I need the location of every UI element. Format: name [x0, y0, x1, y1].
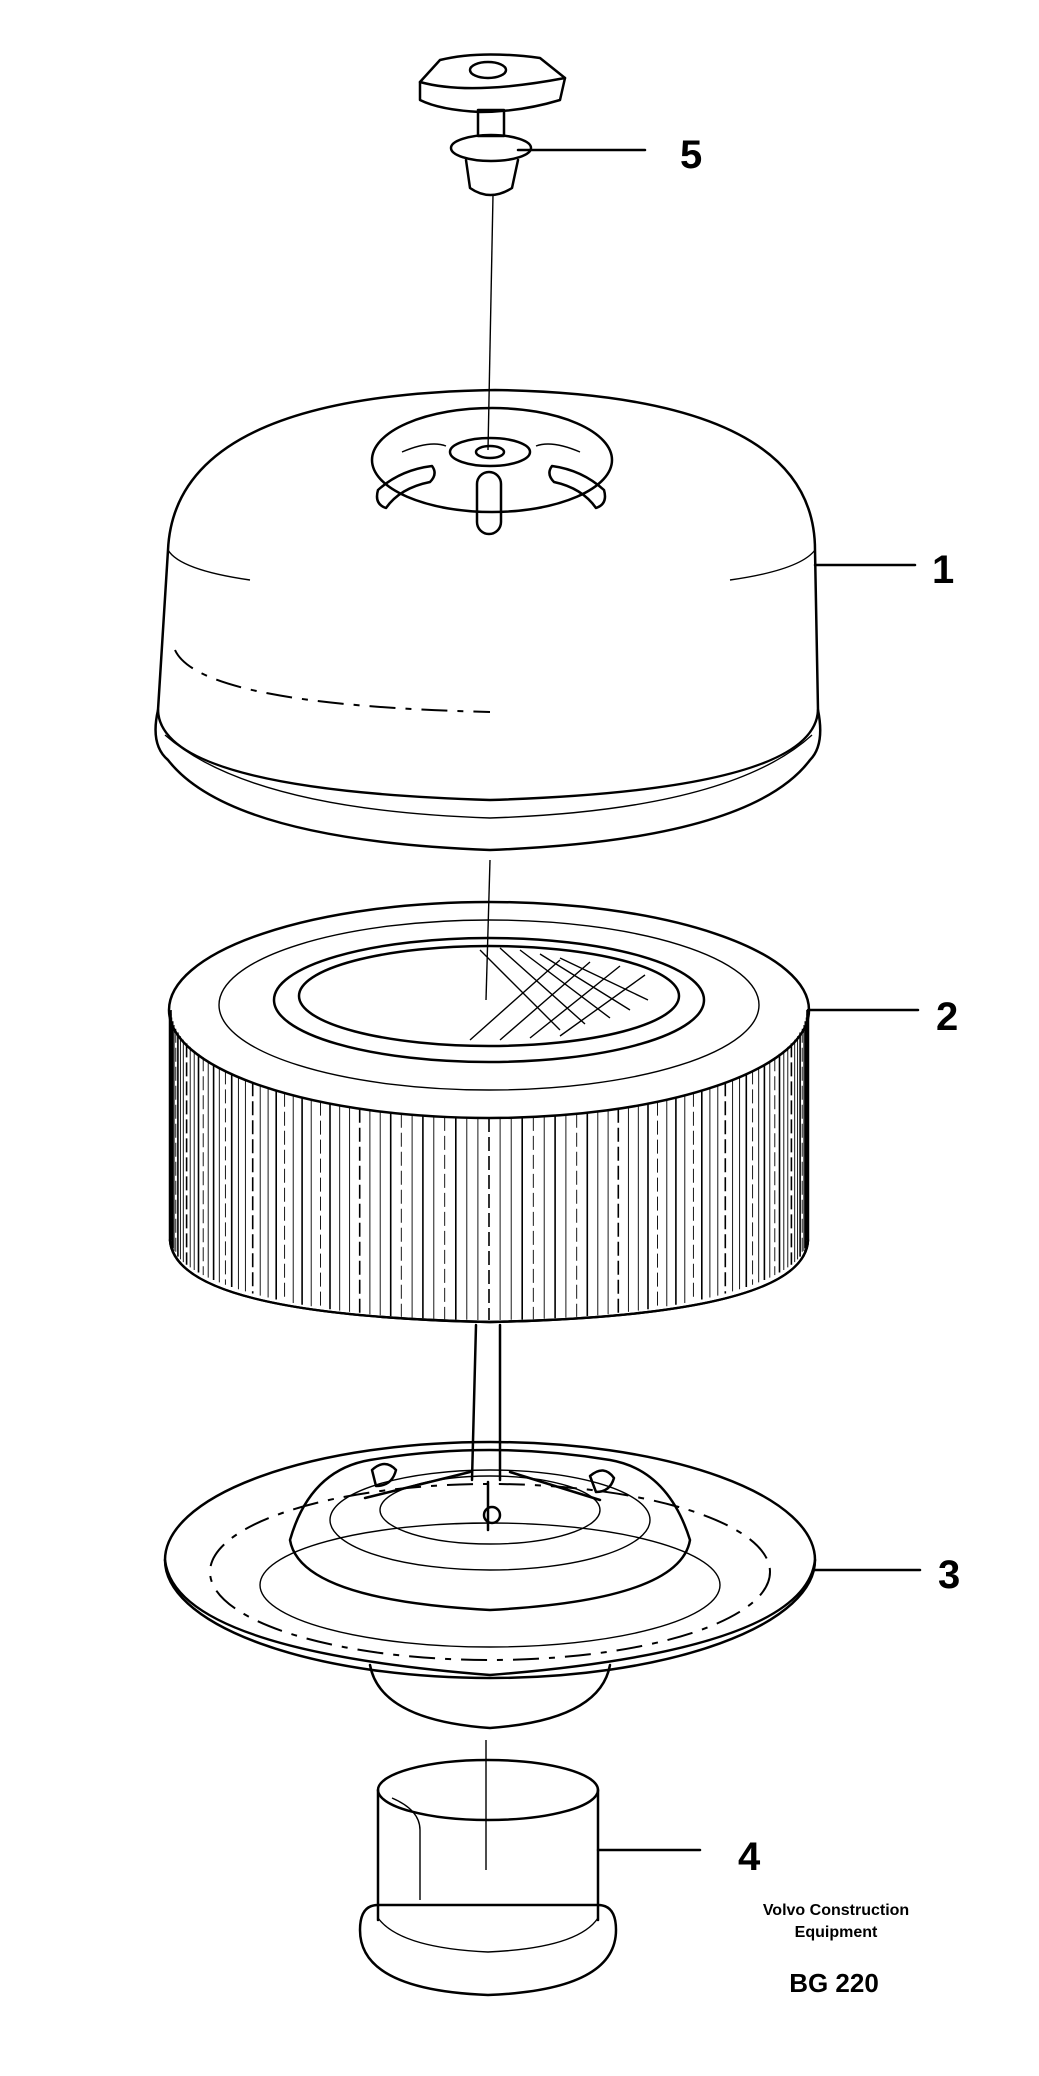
filter-mesh [469, 947, 649, 1041]
drawing-code: BG 220 [789, 1968, 879, 1998]
part-2-filter-element[interactable] [167, 900, 811, 1324]
credit-line-2: Equipment [795, 1924, 878, 1941]
callout-4: 4 [738, 1835, 761, 1879]
credit-line-1: Volvo Construction [763, 1902, 909, 1919]
leader-lines [516, 148, 922, 1852]
callout-5: 5 [680, 133, 702, 177]
callout-2: 2 [936, 995, 958, 1039]
part-5-knob[interactable] [418, 53, 567, 197]
part-1-cover[interactable] [154, 388, 822, 852]
part-4-cup[interactable] [358, 1758, 618, 1997]
callout-1: 1 [932, 548, 954, 592]
filter-pleats [170, 1010, 808, 1320]
center-rod [470, 1323, 502, 1482]
part-3-base[interactable] [163, 1440, 817, 1730]
callout-3: 3 [938, 1553, 960, 1597]
